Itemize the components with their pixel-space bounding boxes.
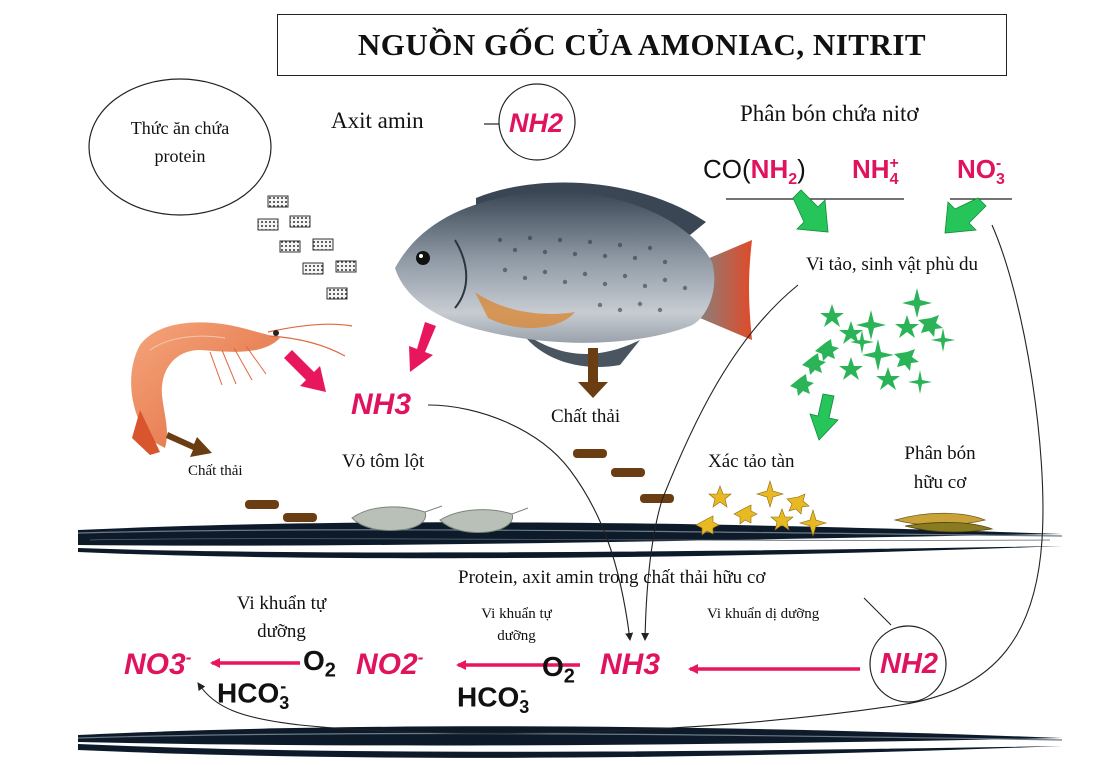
reaction-arrows xyxy=(210,658,860,674)
feed-pellet-icon xyxy=(257,195,357,300)
amino-acid-label: Axit amin xyxy=(331,108,424,133)
shrimp-shell-label: Vỏ tôm lột xyxy=(342,451,425,472)
upper-sediment-band xyxy=(77,522,1063,559)
autotroph-left-label: Vi khuẩn tự dưỡng xyxy=(236,593,327,642)
organic-fertilizer-label: Phân bón hữu cơ xyxy=(904,443,976,493)
green-arrows xyxy=(792,189,987,441)
fertilizer-label: Phân bón chứa nitơ xyxy=(740,101,919,126)
leaf-fertilizer-icon xyxy=(893,512,994,533)
waste-arrows xyxy=(166,348,608,457)
dead-algae-icon xyxy=(695,479,828,538)
heterotroph-label: Vi khuẩn dị dưỡng xyxy=(707,606,820,622)
nh2-bottom-circle xyxy=(869,625,947,703)
o2-mid-formula: O2 xyxy=(542,651,575,688)
nitrate-bottom-formula: NO3- xyxy=(124,648,192,681)
shrimp-illustration xyxy=(131,322,353,455)
shrimp-shell-icon xyxy=(351,505,529,533)
dead-algae-label: Xác tảo tàn xyxy=(708,451,795,472)
fish-waste-label: Chất thải xyxy=(551,406,621,427)
fish-illustration xyxy=(395,182,752,367)
urea-formula: CO(NH2) xyxy=(703,154,806,189)
nh2-top-circle xyxy=(498,83,576,161)
nitrite-bottom-formula: NO2- xyxy=(356,648,424,681)
connector-lines xyxy=(197,224,1044,734)
algae-star-icon xyxy=(790,288,955,396)
title-box: NGUỒN GỐC CỦA AMONIAC, NITRIT xyxy=(277,14,1007,76)
shrimp-waste-label: Chất thải xyxy=(188,463,243,479)
protein-waste-label: Protein, axit amin trong chất thải hữu c… xyxy=(458,567,766,588)
food-bubble xyxy=(88,78,272,216)
pink-arrows xyxy=(284,322,436,392)
ammonium-formula: NH4+ xyxy=(852,154,899,189)
waste-pellet-icon xyxy=(245,449,674,522)
nh2-top-formula: NH2 xyxy=(509,108,564,138)
algae-label: Vi tảo, sinh vật phù du xyxy=(806,254,978,275)
nitrate-top-formula: NO3- xyxy=(957,154,1005,189)
lower-sediment-band xyxy=(77,726,1063,758)
nh2-bottom-formula: NH2 xyxy=(880,648,939,680)
hco3-mid-formula: HCO3- xyxy=(457,680,530,717)
o2-left-formula: O2 xyxy=(303,645,336,682)
nh3-mid-formula: NH3 xyxy=(351,388,412,421)
autotroph-mid-label: Vi khuẩn tự dưỡng xyxy=(481,606,552,644)
food-label: Thức ăn chứa protein xyxy=(130,118,230,166)
nh3-bottom-formula: NH3 xyxy=(600,648,661,681)
hco3-left-formula: HCO3- xyxy=(217,676,290,713)
page-title: NGUỒN GỐC CỦA AMONIAC, NITRIT xyxy=(357,27,927,62)
